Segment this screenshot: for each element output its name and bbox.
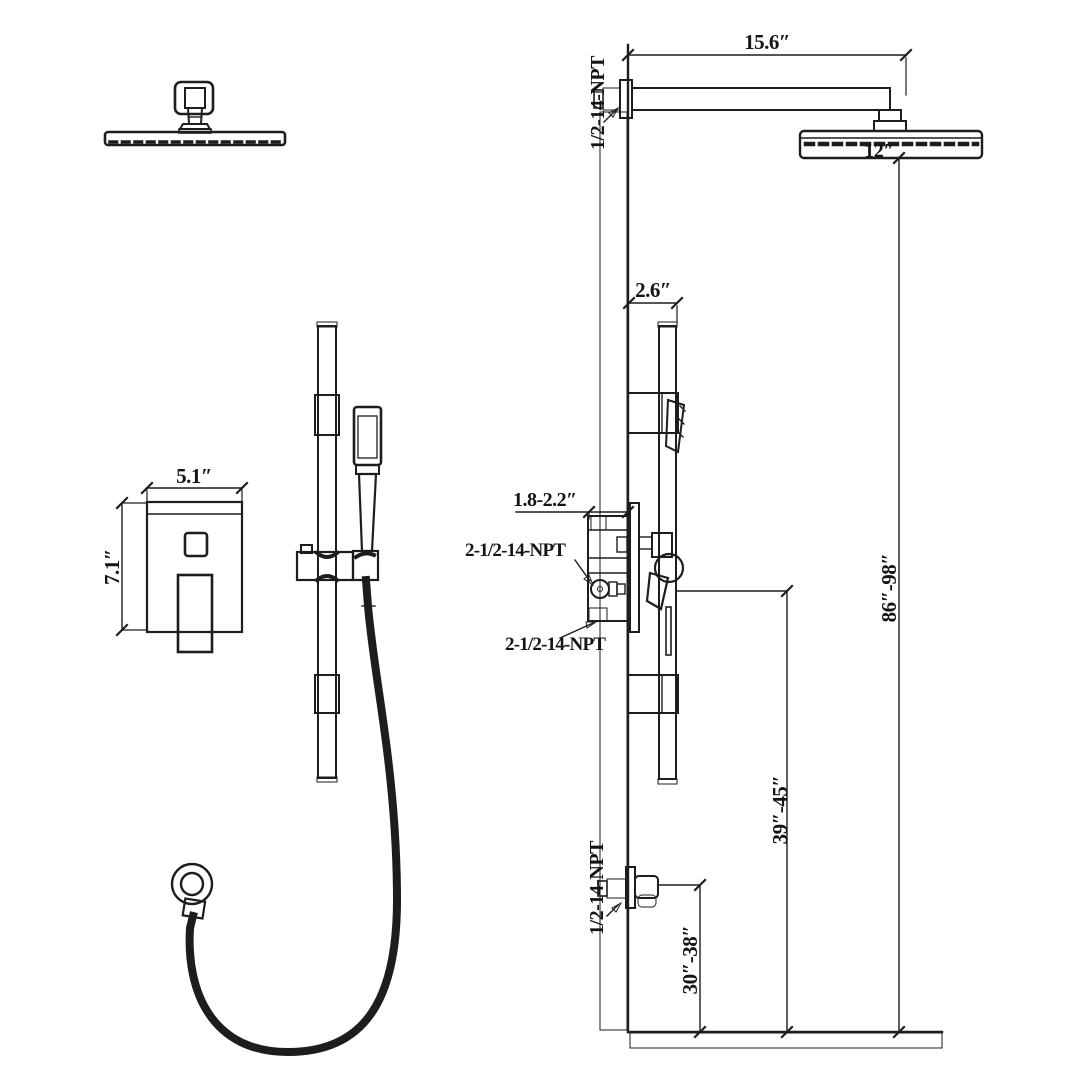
dim-outlet-height: 30″-38″	[657, 878, 707, 1039]
side-valve	[587, 502, 685, 656]
dim-head-height: 86″-98″	[877, 151, 906, 1039]
front-view-hand-shower-assembly	[170, 321, 402, 1057]
valve-rough-body	[587, 515, 629, 622]
outlet-body	[634, 875, 659, 899]
dim-valve-depth: 1.8-2.2″	[513, 489, 635, 520]
side-rain-head: 12″	[798, 109, 984, 162]
trim-width-label: 5.1″	[176, 464, 212, 488]
connector-outer-ring	[170, 862, 214, 906]
valve-bottom-port	[588, 607, 608, 622]
dim-arm-length: 15.6″	[621, 30, 913, 96]
head-mount-inner	[184, 87, 206, 109]
slide-bar-bottom-cap	[316, 776, 338, 783]
shower-hose	[185, 575, 402, 1057]
trim-plate-side	[629, 502, 640, 633]
side-slide-bar	[627, 321, 686, 785]
hand-shower-holder	[295, 544, 380, 583]
outlet-npt-fitting	[606, 878, 627, 899]
side-elevation: 1/2-14-NPT 15.6″ 12″ 86″-98″	[465, 30, 984, 1049]
bracket-lever	[664, 398, 686, 454]
upper-wall-bracket	[627, 392, 679, 434]
dim-trim-height: 7.1″	[100, 496, 147, 637]
arm-npt-label: 1/2-14-NPT	[587, 55, 609, 150]
arm-body	[631, 87, 891, 111]
trim-height-label: 7.1″	[100, 549, 124, 585]
hose-drop-side	[665, 606, 672, 656]
valve-npt-top-label: 2-1/2-14-NPT	[465, 540, 566, 561]
head-mount-bracket	[173, 80, 215, 116]
head-connector-upper	[878, 109, 902, 122]
connector-stub	[181, 897, 207, 920]
head-height-label: 86″-98″	[877, 554, 901, 623]
valve-handle	[176, 573, 214, 654]
arm-length-label: 15.6″	[744, 30, 790, 54]
slide-bar-lower-collar	[314, 674, 340, 714]
valve-npt-bottom-label: 2-1/2-14-NPT	[505, 634, 606, 655]
head-slab-side	[798, 129, 984, 160]
front-view-shower-head	[103, 80, 287, 147]
dim-valve-height: 39″-45″	[675, 584, 794, 1039]
front-view-valve-trim: 5.1″ 7.1″	[100, 464, 249, 654]
wall-supply-outlet: 1/2-14-NPT	[586, 840, 659, 935]
hand-shower	[352, 405, 383, 553]
valve-depth-label: 1.8-2.2″	[513, 489, 577, 511]
valve-npt-callouts: 2-1/2-14-NPT 2-1/2-14-NPT	[465, 540, 607, 655]
slide-bar-upper-collar	[314, 394, 340, 436]
shower-arm: 1/2-14-NPT	[587, 55, 891, 150]
outlet-npt-label: 1/2-14-NPT	[586, 840, 608, 935]
connector-inner-ring	[179, 871, 205, 897]
handle-lever-side	[645, 571, 670, 611]
valve-height-label: 39″-45″	[768, 776, 792, 845]
slide-bar-top-cap	[316, 321, 338, 328]
hand-shower-shoulder	[355, 464, 380, 475]
outlet-spout	[637, 894, 657, 908]
head-connector-flare	[873, 120, 907, 132]
outlet-height-label: 30″-38″	[678, 926, 702, 995]
head-width-label: 12″	[864, 140, 894, 162]
handle-boss-side	[653, 552, 685, 584]
trim-plate	[145, 500, 244, 634]
hose-wall-connector	[170, 862, 214, 920]
hand-shower-handle	[357, 472, 378, 553]
hand-shower-spray-face	[357, 415, 378, 459]
valve-top-port	[590, 515, 607, 531]
diverter-button	[183, 531, 209, 558]
lower-wall-bracket	[627, 674, 679, 714]
dim-trim-width: 5.1″	[140, 464, 249, 502]
bar-offset-label: 2.6″	[635, 278, 671, 302]
head-stem	[186, 107, 204, 125]
dim-bar-offset: 2.6″	[622, 278, 684, 325]
head-slab	[103, 130, 287, 147]
